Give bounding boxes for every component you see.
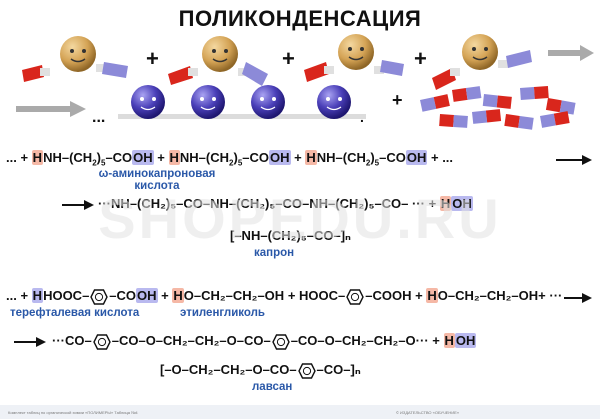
h-highlight: H [305,150,317,165]
process-arrow-icon [548,45,594,61]
arrow-head-icon [582,155,592,165]
oh-highlight: OH [454,333,477,348]
formula-kapron: [–NH–(CH₂)₅–CO–]ₙ [230,228,351,243]
benzene-ring-icon [346,288,365,305]
reaction-arrow [62,204,88,206]
monomer-model-3 [304,34,404,82]
benzene-ring-icon [271,333,290,350]
water-flags-model [420,86,576,130]
caption-kapron: капрон [254,247,295,259]
arrow-head-icon [36,337,46,347]
caption-terephthalic: терефталевая кислота [10,307,140,319]
polymer-chain-row: ... . + [16,85,576,130]
arrow-head-icon [582,293,592,303]
caption-aminocaproic: ω-аминокапроновая кислота [98,168,216,192]
equation-polyamide-chain: ···NH–(CH₂)₅–CO–NH–(CH₂)₅–CO–NH–(CH₂)₅–C… [98,196,473,211]
footer-caption: Комплект таблиц по органической химии «П… [8,410,138,415]
equation-lead: ... + [6,150,29,165]
benzene-ring-icon [90,288,109,305]
monomer-model-4 [432,34,532,90]
equation-terephthalic: ... + HHOOC––COOH + HO–CH₂–CH₂–OH + HOOC… [6,288,563,305]
polymer-chain-model: . [118,85,366,125]
reaction-arrow [556,159,586,161]
benzene-ring-icon [297,362,316,379]
monomer-model-2 [168,36,268,86]
chain-ellipsis: ... [92,109,105,126]
svg-text:.: . [360,109,364,125]
equation-polyester-chain: ···CO––CO–O–CH₂–CH₂–O–CO––CO–O–CH₂–CH₂–O… [52,333,477,350]
h-highlight: H [426,288,438,303]
footer-bar [0,405,600,419]
h-highlight: H [172,288,184,303]
page-title: ПОЛИКОНДЕНСАЦИЯ [178,6,422,31]
caption-lavsan: лавсан [252,381,293,393]
oh-highlight: OH [451,196,473,211]
oh-highlight: OH [136,288,158,303]
process-arrow-icon [16,101,86,117]
plus-sign: + [414,46,427,71]
reaction-arrow [564,297,586,299]
h-highlight: H [443,333,455,348]
caption-glycol: этиленгликоль [180,307,265,319]
oh-highlight: OH [269,150,291,165]
arrow-head-icon [84,200,94,210]
reaction-arrow [14,341,40,343]
h-highlight: H [31,288,44,303]
footer-publisher: © ИЗДАТЕЛЬСТВО «ОБУЧЕНИЕ» [396,410,460,415]
equation-aminocaproic: ... + HNH–(CH2)5–COOH + HNH–(CH2)5–COOH … [6,150,454,168]
formula-lavsan: [–O–CH₂–CH₂–O–CO––CO–]ₙ [160,362,361,379]
oh-highlight: OH [132,150,154,165]
h-highlight: H [439,196,452,211]
monomer-model-1 [22,36,128,82]
h-highlight: H [168,150,180,165]
plus-sign: + [392,90,403,110]
plus-sign: + [282,46,295,71]
monomer-models-row: + + + [22,34,594,90]
oh-highlight: OH [405,150,428,165]
plus-sign: + [146,46,159,71]
benzene-ring-icon [92,333,111,350]
h-highlight: H [31,150,44,165]
